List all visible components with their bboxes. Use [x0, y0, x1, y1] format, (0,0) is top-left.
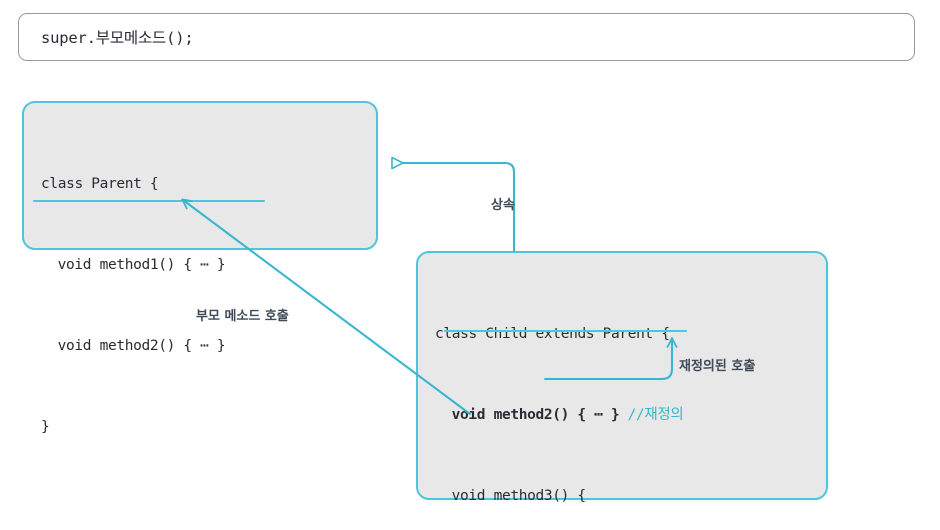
- child-line-1: void method2() { ⋯ } //재정의: [435, 402, 826, 429]
- inheritance-label: 상속: [491, 198, 515, 213]
- parent-class-box: class Parent { void method1() { ⋯ } void…: [22, 101, 378, 435]
- child-class-code: class Child extends Parent { void method…: [418, 253, 826, 504]
- parent-line-1: void method1() { ⋯ }: [57, 257, 226, 273]
- parent-line-0: class Parent {: [41, 176, 159, 192]
- parent-line-3: }: [41, 419, 50, 435]
- parent-method2-underline: [33, 200, 265, 203]
- child-method2-comment: //재정의: [627, 407, 684, 423]
- syntax-summary-box: super.부모메소드();: [18, 13, 915, 61]
- child-class-box: class Child extends Parent { void method…: [416, 251, 828, 504]
- parent-line-2: void method2() { ⋯ }: [57, 338, 226, 354]
- override-call-label: 재정의된 호출: [679, 359, 756, 374]
- syntax-code-text: super.부모메소드();: [41, 29, 194, 47]
- child-method2-underline: [444, 330, 687, 333]
- super-call-label: 부모 메소드 호출: [196, 309, 289, 324]
- parent-class-code: class Parent { void method1() { ⋯ } void…: [24, 103, 376, 435]
- child-line-0: class Child extends Parent {: [435, 326, 670, 342]
- child-method2-signature: void method2() { ⋯ }: [451, 407, 628, 423]
- child-line-2: void method3() {: [451, 488, 586, 504]
